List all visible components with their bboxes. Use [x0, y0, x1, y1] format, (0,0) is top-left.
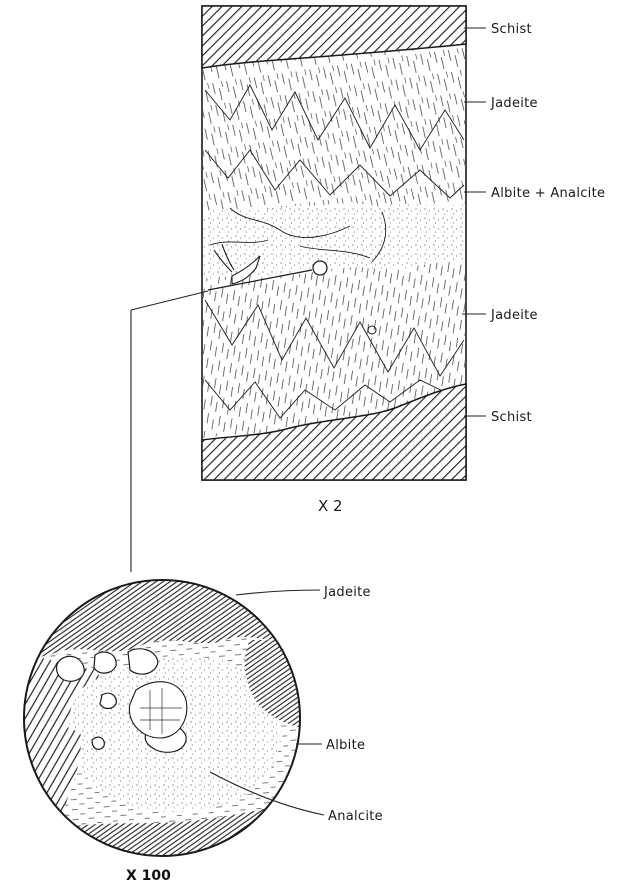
magnification-thin-section: X 100 — [126, 868, 171, 884]
label-albite-thin: Albite — [326, 738, 365, 753]
thin-section-circle — [20, 576, 310, 866]
zoom-connector — [131, 291, 208, 572]
label-jadeite-lower: Jadeite — [490, 308, 538, 323]
label-albite-analcite: Albite + Analcite — [491, 186, 605, 201]
magnification-vein: X 2 — [318, 497, 343, 515]
label-jadeite-upper: Jadeite — [490, 96, 538, 111]
label-schist-upper: Schist — [491, 22, 532, 37]
label-schist-lower: Schist — [491, 410, 532, 425]
label-analcite-thin: Analcite — [328, 809, 383, 824]
jadeite-zone-upper — [203, 48, 465, 213]
vein-block — [202, 6, 466, 480]
label-jadeite-thin: Jadeite — [323, 585, 371, 600]
analcite-crystal — [129, 682, 186, 738]
